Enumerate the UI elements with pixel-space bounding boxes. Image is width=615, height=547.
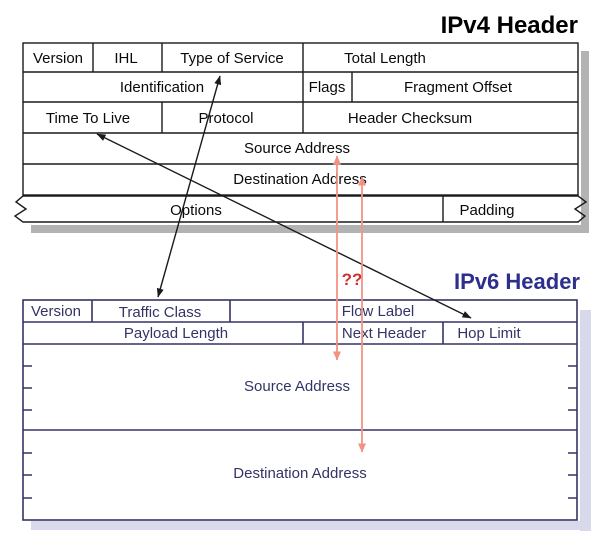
ipv4-cell-version: Version [33,50,83,67]
arrow-type-of-service-to-traffic-class [156,75,222,298]
ipv4-cell-total-length: Total Length [344,50,426,67]
ipv6-cell-flow-label: Flow Label [342,303,415,320]
ipv6-word-tick-marks [23,365,577,499]
ipv4-cell-header-checksum: Header Checksum [348,110,472,127]
ipv4-cell-source-address: Source Address [244,140,350,157]
ipv6-shadow-bottom [31,521,591,530]
ipv4-cell-options: Options [170,202,222,219]
ipv4-cell-time-to-live: Time To Live [46,110,130,127]
ipv4-title: IPv4 Header [441,12,578,39]
ipv6-cell-traffic-class: Traffic Class [119,304,202,321]
ipv6-title: IPv6 Header [454,269,580,294]
ipv4-shadow-right [581,51,589,233]
ipv4-cell-fragment-offset: Fragment Offset [404,79,513,96]
ipv4-cell-padding: Padding [459,202,514,219]
ipv6-cell-destination-address: Destination Address [233,465,366,482]
ipv6-shadow-right [580,310,591,531]
ipv6-cell-version: Version [31,303,81,320]
field-mapping-arrows [96,75,472,453]
ipv6-cell-next-header: Next Header [342,325,426,342]
ipv4-cell-destination-address: Destination Address [233,171,366,188]
ipv6-cell-source-address: Source Address [244,378,350,395]
arrow-time-to-live-to-hop-limit [96,133,472,319]
ipv6-cell-payload-length: Payload Length [124,325,228,342]
ipv4-options-outline [13,195,588,223]
ipv4-cell-ihl: IHL [114,50,137,67]
ipv6-cell-hop-limit: Hop Limit [457,325,521,342]
question-marks-annotation: ?? [342,270,363,289]
ipv4-table: Version IHL Type of Service Total Length… [22,42,579,196]
ipv4-shadow-bottom [31,225,589,233]
ipv4-cell-flags: Flags [309,79,346,96]
ipv6-table-shadow [31,310,591,531]
ipv4-cell-identification: Identification [120,79,204,96]
ipv6-table: Version Traffic Class Flow Label Payload… [22,299,578,521]
ipv4-options-row: Options Padding [13,195,588,223]
ipv4-cell-type-of-service: Type of Service [180,50,283,67]
